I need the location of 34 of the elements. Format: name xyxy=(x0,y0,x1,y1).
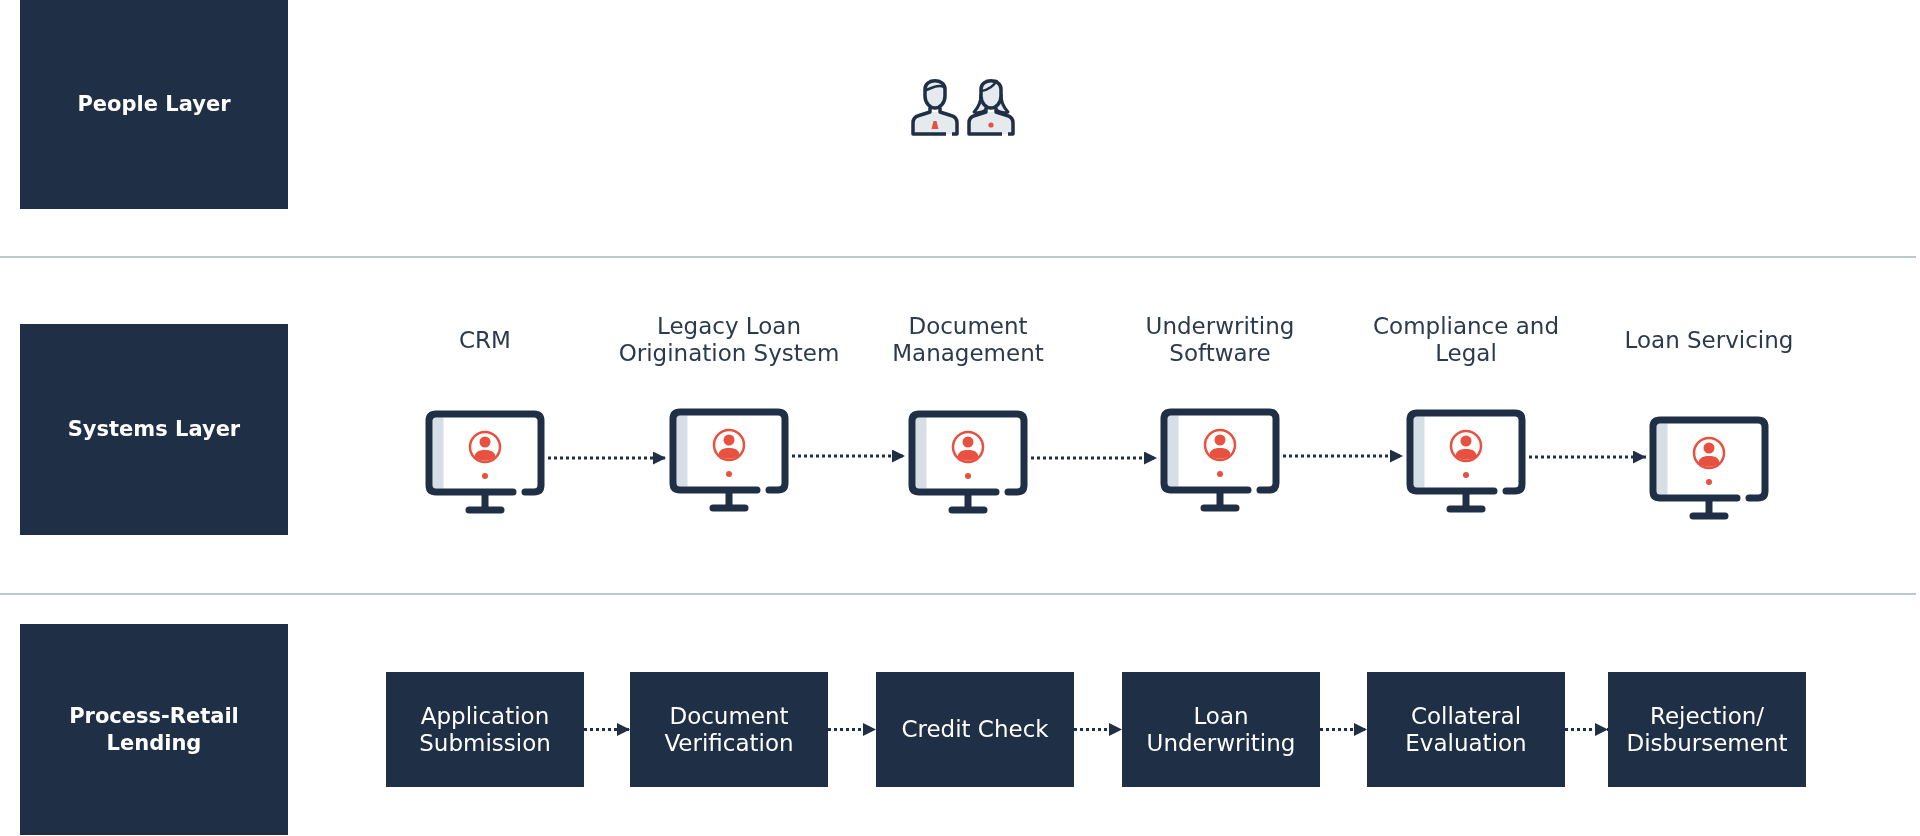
dotted-arrow xyxy=(584,723,630,736)
dotted-arrow xyxy=(1320,723,1367,736)
system-name: Compliance and Legal xyxy=(1372,313,1560,367)
dotted-arrow xyxy=(1283,449,1403,463)
system-name: Underwriting Software xyxy=(1144,313,1296,367)
process-step-box xyxy=(386,672,584,787)
step-label: Document Verification xyxy=(663,702,795,757)
dotted-arrow xyxy=(1529,450,1646,464)
step-label: Loan Underwriting xyxy=(1145,702,1297,757)
layer-box xyxy=(20,624,288,835)
dotted-arrow xyxy=(1031,451,1157,465)
system-name: CRM xyxy=(459,326,511,354)
process-step-box xyxy=(630,672,828,787)
step-label: Rejection/ Disbursement xyxy=(1625,702,1789,757)
layer-title: Systems Layer xyxy=(67,416,241,443)
step-label: Application Submission xyxy=(418,702,552,757)
layer-box xyxy=(20,0,288,209)
process-step-box xyxy=(1367,672,1565,787)
process-step-box xyxy=(1608,672,1806,787)
dotted-arrow xyxy=(548,451,666,465)
layer-title: Process-Retail Lending xyxy=(68,702,240,757)
step-label: Collateral Evaluation xyxy=(1404,702,1528,757)
system-name: Loan Servicing xyxy=(1624,326,1794,354)
layer-box xyxy=(20,324,288,535)
dotted-arrow xyxy=(1074,723,1122,736)
process-step-box xyxy=(876,672,1074,787)
dotted-arrow xyxy=(792,449,905,463)
layer-title: People Layer xyxy=(77,91,231,118)
system-name: Legacy Loan Origination System xyxy=(617,313,841,367)
dotted-arrow xyxy=(1565,723,1608,736)
process-step-box xyxy=(1122,672,1320,787)
dotted-arrow xyxy=(828,723,876,736)
system-name: Document Management xyxy=(891,313,1045,367)
step-label: Credit Check xyxy=(901,716,1049,743)
